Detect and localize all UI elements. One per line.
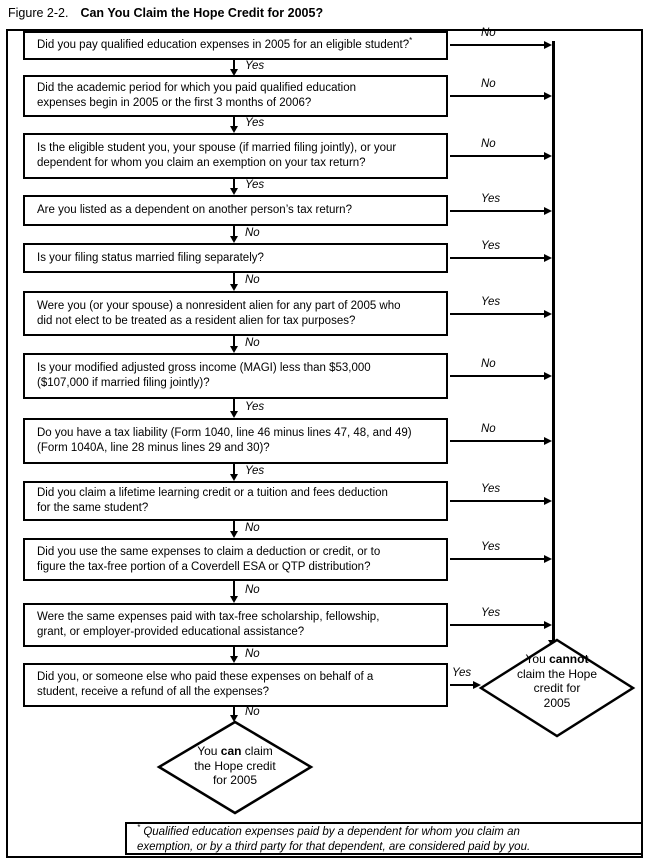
figure-label: Figure 2-2. <box>8 6 69 20</box>
right-arrow-label-4: Yes <box>481 193 501 205</box>
page-title: Can You Claim the Hope Credit for 2005? <box>80 6 324 20</box>
question-box-11: Were the same expenses paid with tax-fre… <box>23 603 448 647</box>
question-box-5: Is your filing status married filing sep… <box>23 243 448 273</box>
outcome-can-diamond <box>156 720 314 815</box>
down-arrow-11 <box>230 647 238 663</box>
right-arrow-label-5: Yes <box>481 240 501 252</box>
right-arrow-7 <box>450 372 552 380</box>
right-arrow-label-8: No <box>481 423 496 435</box>
question-box-3: Is the eligible student you, your spouse… <box>23 133 448 179</box>
outcome-text-bold: can <box>220 744 242 758</box>
question-text: Do you have a tax liability (Form 1040, … <box>37 427 412 454</box>
outcome-cannot-text: You cannot claim the Hope credit for 200… <box>497 652 617 710</box>
right-arrow-label-1: No <box>481 27 496 39</box>
question-text: Is your filing status married filing sep… <box>37 251 264 264</box>
collector-line <box>548 41 558 648</box>
right-arrow-label-10: Yes <box>481 541 501 553</box>
question-box-4: Are you listed as a dependent on another… <box>23 195 448 226</box>
question-box-1: Did you pay qualified education expenses… <box>23 31 448 60</box>
outcome-cannot-diamond <box>478 638 636 738</box>
outcome-text-rest: the Hope credit for 2005 <box>194 758 276 788</box>
outcome-text-rest: claim the Hope credit for 2005 <box>516 666 598 710</box>
down-arrow-9 <box>230 521 238 538</box>
question-text: Are you listed as a dependent on another… <box>37 204 352 216</box>
right-arrow-5 <box>450 254 552 262</box>
down-arrow-label-12: No <box>245 706 260 718</box>
down-arrow-label-7: Yes <box>245 401 265 413</box>
right-arrow-8 <box>450 437 552 445</box>
question-text: Did the academic period for which you pa… <box>37 82 357 109</box>
question-text: Did you, or someone else who paid these … <box>37 671 374 698</box>
outcome-can-text: You can claim the Hope credit for 2005 <box>175 744 295 788</box>
down-arrow-6 <box>230 336 238 353</box>
down-arrow-label-11: No <box>245 648 260 660</box>
footnote-marker: * <box>137 823 141 833</box>
outcome-text-part: claim <box>241 744 273 758</box>
footnote-marker: * <box>409 36 413 46</box>
right-arrow-11 <box>450 621 552 629</box>
outcome-text-part: You <box>525 652 550 666</box>
down-arrow-4 <box>230 226 238 243</box>
down-arrow-label-5: No <box>245 274 260 286</box>
down-arrow-label-4: No <box>245 227 260 239</box>
question-box-8: Do you have a tax liability (Form 1040, … <box>23 418 448 464</box>
down-arrow-label-1: Yes <box>245 60 265 72</box>
down-arrow-10 <box>230 581 238 603</box>
right-arrow-3 <box>450 152 552 160</box>
question-box-9: Did you claim a lifetime learning credit… <box>23 481 448 521</box>
right-arrow-label-7: No <box>481 358 496 370</box>
question-box-6: Were you (or your spouse) a nonresident … <box>23 291 448 336</box>
question-text: Were the same expenses paid with tax-fre… <box>37 611 380 638</box>
down-arrow-label-8: Yes <box>245 465 265 477</box>
footnote-text: Qualified education expenses paid by a d… <box>137 826 531 853</box>
down-arrow-3 <box>230 179 238 195</box>
question-box-2: Did the academic period for which you pa… <box>23 75 448 117</box>
right-arrow-9 <box>450 497 552 505</box>
question-text: Did you pay qualified education expenses… <box>37 39 410 51</box>
right-arrow-2 <box>450 92 552 100</box>
right-arrow-12 <box>450 681 481 689</box>
footnote-box: * Qualified education expenses paid by a… <box>125 822 643 855</box>
down-arrow-label-2: Yes <box>245 117 265 129</box>
right-arrow-label-3: No <box>481 138 496 150</box>
right-arrow-4 <box>450 207 552 215</box>
down-arrow-1 <box>230 60 238 76</box>
down-arrow-12 <box>230 707 238 722</box>
right-arrow-label-2: No <box>481 78 496 90</box>
figure-caption: Figure 2-2. Can You Claim the Hope Credit… <box>8 6 323 20</box>
right-arrow-10 <box>450 555 552 563</box>
right-arrow-label-6: Yes <box>481 296 501 308</box>
question-box-12: Did you, or someone else who paid these … <box>23 663 448 707</box>
down-arrow-5 <box>230 273 238 291</box>
down-arrow-2 <box>230 117 238 133</box>
right-arrow-label-9: Yes <box>481 483 501 495</box>
question-text: Is your modified adjusted gross income (… <box>37 362 371 389</box>
question-box-7: Is your modified adjusted gross income (… <box>23 353 448 399</box>
question-text: Did you use the same expenses to claim a… <box>37 545 381 573</box>
question-text: Is the eligible student you, your spouse… <box>37 142 397 169</box>
question-box-10: Did you use the same expenses to claim a… <box>23 538 448 581</box>
down-arrow-label-10: No <box>245 584 260 596</box>
right-arrow-label-12: Yes <box>452 667 472 679</box>
outcome-text-bold: cannot <box>549 652 589 666</box>
down-arrow-label-9: No <box>245 522 260 534</box>
question-text: Were you (or your spouse) a nonresident … <box>37 299 401 327</box>
down-arrow-8 <box>230 464 238 481</box>
right-arrow-label-11: Yes <box>481 607 501 619</box>
down-arrow-7 <box>230 399 238 418</box>
question-text: Did you claim a lifetime learning credit… <box>37 487 388 514</box>
outcome-text-part: You <box>197 744 221 758</box>
down-arrow-label-6: No <box>245 337 260 349</box>
right-arrow-6 <box>450 310 552 318</box>
down-arrow-label-3: Yes <box>245 179 265 191</box>
right-arrow-1 <box>450 41 552 49</box>
